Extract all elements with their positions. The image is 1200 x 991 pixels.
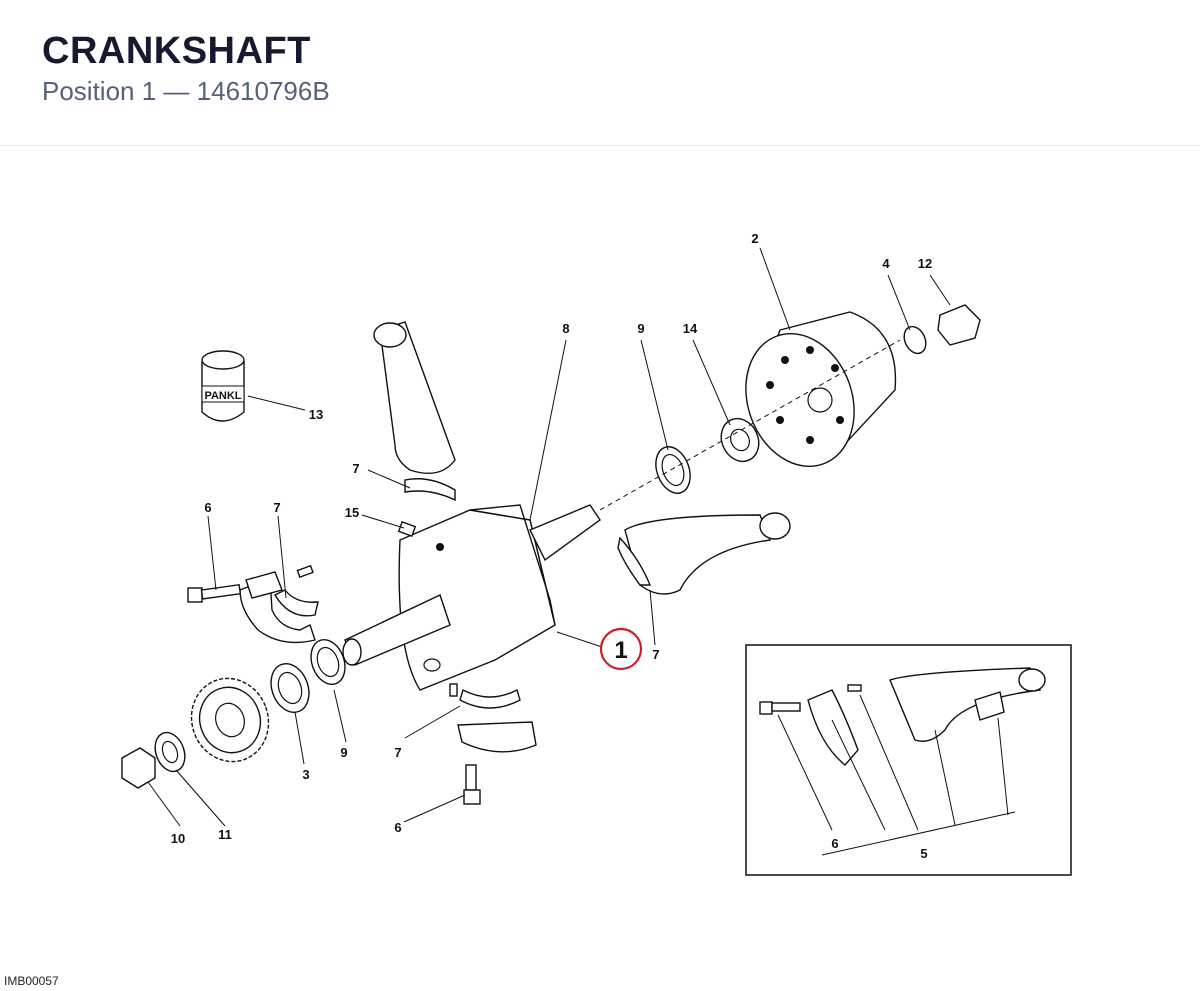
callout-13[interactable]: 13 xyxy=(309,407,323,422)
callout-6-lower[interactable]: 6 xyxy=(394,820,401,835)
crankshaft-part xyxy=(342,504,601,691)
bearing-shell-part xyxy=(274,589,319,617)
image-code: IMB00057 xyxy=(4,974,59,988)
callout-2[interactable]: 2 xyxy=(751,231,758,246)
washer-11-part xyxy=(154,731,186,773)
callout-10[interactable]: 10 xyxy=(171,831,185,846)
part-number: 14610796B xyxy=(196,76,330,106)
callout-9-lower[interactable]: 9 xyxy=(340,745,347,760)
screw-lower-part xyxy=(463,764,481,805)
callout-4[interactable]: 4 xyxy=(882,256,890,271)
connecting-rod-right xyxy=(617,512,791,595)
shim-part xyxy=(655,446,691,494)
callout-15[interactable]: 15 xyxy=(345,505,359,520)
svg-text:1: 1 xyxy=(614,637,627,664)
page-subtitle: Position 1 — 14610796B xyxy=(42,76,330,107)
connecting-rod-upper xyxy=(373,321,456,502)
nut-10-part xyxy=(121,747,156,789)
dowel-pin-part xyxy=(449,683,458,697)
bearing-cap-lower xyxy=(457,721,537,753)
nut-part xyxy=(937,304,981,346)
highlighted-callout[interactable]: 1 xyxy=(599,627,643,671)
spacer-part xyxy=(720,417,760,463)
page-header: CRANKSHAFT Position 1 — 14610796B xyxy=(0,0,1200,146)
callout-14[interactable]: 14 xyxy=(683,321,698,336)
bearing-cap-left xyxy=(239,571,316,644)
inset-callout-6[interactable]: 6 xyxy=(831,836,838,851)
gear-part xyxy=(190,677,270,763)
rotor-part xyxy=(745,311,897,468)
shim-3-part xyxy=(270,663,310,713)
plug-part xyxy=(397,521,417,537)
callout-12[interactable]: 12 xyxy=(918,256,932,271)
page-title: CRANKSHAFT xyxy=(42,30,311,72)
callout-9-upper[interactable]: 9 xyxy=(637,321,644,336)
callout-7-right[interactable]: 7 xyxy=(652,647,659,662)
bearing-shell-part xyxy=(459,688,521,709)
washer-part xyxy=(903,325,927,355)
callout-7-left[interactable]: 7 xyxy=(273,500,280,515)
dowel-pin-part xyxy=(296,564,314,579)
callout-7-upper[interactable]: 7 xyxy=(352,461,359,476)
callout-11[interactable]: 11 xyxy=(218,827,232,842)
inset-callout-5[interactable]: 5 xyxy=(920,846,927,861)
brand-marking: PANKL xyxy=(204,390,241,402)
callout-6-left[interactable]: 6 xyxy=(204,500,211,515)
callout-8[interactable]: 8 xyxy=(562,321,569,336)
shim-lower-part xyxy=(310,639,346,685)
inset-detail: 6 5 xyxy=(745,644,1072,876)
assembly-axis xyxy=(599,339,901,511)
callout-3[interactable]: 3 xyxy=(302,767,309,782)
bushing-part: PANKL xyxy=(201,350,245,422)
callout-7-lower[interactable]: 7 xyxy=(394,745,401,760)
position-label: Position 1 xyxy=(42,76,157,106)
subtitle-separator: — xyxy=(163,76,190,106)
screw-left-part xyxy=(187,583,242,603)
